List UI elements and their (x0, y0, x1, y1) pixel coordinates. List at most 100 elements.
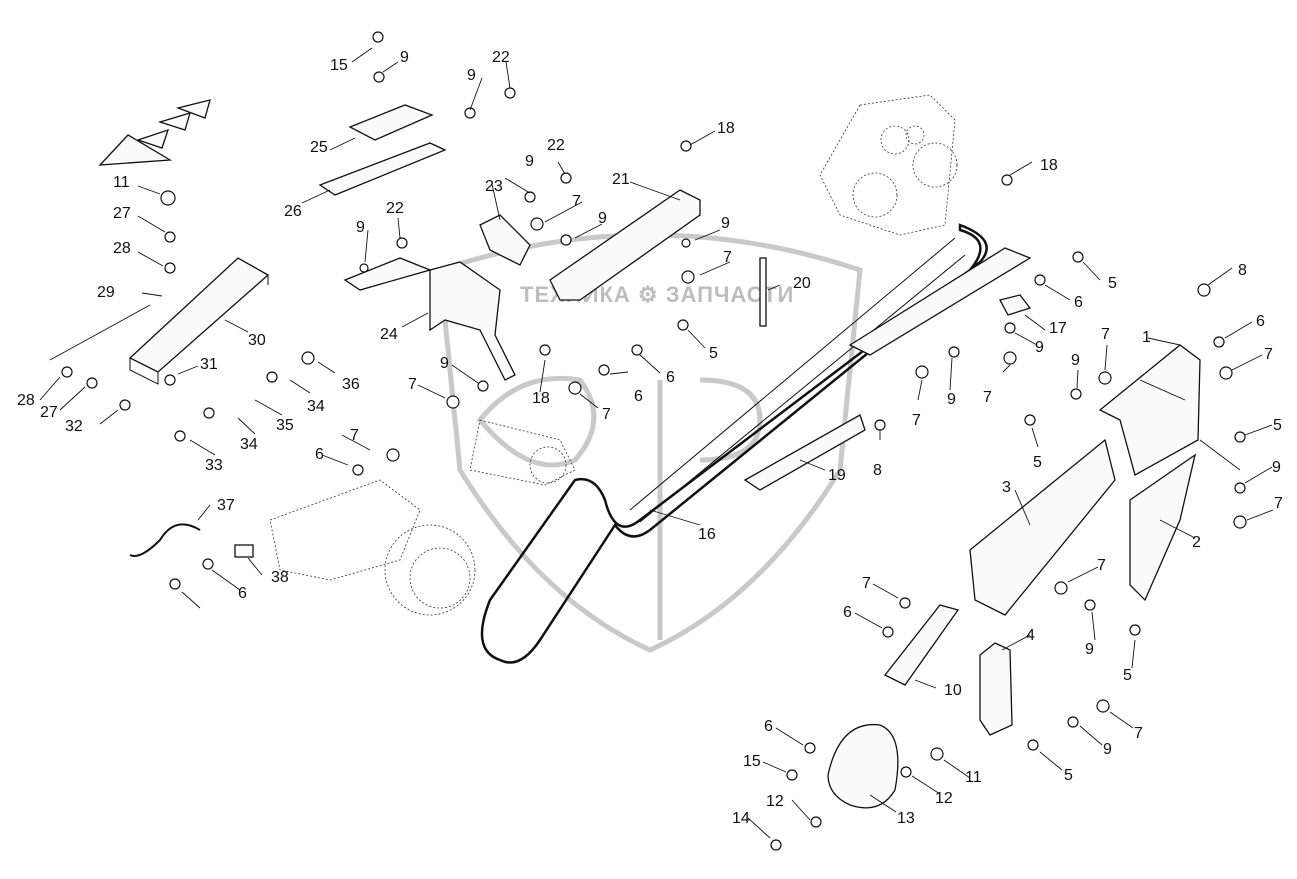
right-guard-assembly (969, 344, 1201, 736)
callout-18c: 18 (532, 390, 550, 407)
callout-14: 14 (732, 810, 750, 827)
callout-10: 10 (944, 682, 962, 699)
upper-cover-assembly (343, 189, 767, 381)
callout-32: 32 (65, 418, 83, 435)
callout-7i: 7 (1264, 346, 1273, 363)
callout-5b: 5 (1108, 275, 1117, 292)
callout-7h: 7 (1101, 326, 1110, 343)
callout-7e: 7 (350, 427, 359, 444)
callout-12a: 12 (766, 793, 784, 810)
gearbox-housing (819, 94, 958, 236)
hardware-fasteners (61, 31, 1247, 851)
callout-31: 31 (200, 356, 218, 373)
callout-9b: 9 (467, 67, 476, 84)
callout-labels: 1 2 3 4 5 5 5 5 5 5 6 6 6 6 6 6 6 6 7 7 … (17, 49, 1283, 827)
callout-20: 20 (793, 275, 811, 292)
callout-6b: 6 (1256, 313, 1265, 330)
callout-7g: 7 (983, 389, 992, 406)
callout-7d: 7 (602, 406, 611, 423)
belt-guard-rail (743, 247, 1032, 491)
callout-11a: 11 (113, 174, 130, 191)
callout-33: 33 (205, 457, 223, 474)
callout-9d: 9 (598, 210, 607, 227)
callout-5c: 5 (1033, 454, 1042, 471)
callout-5a: 5 (709, 345, 718, 362)
callout-6e: 6 (315, 446, 324, 463)
callout-6h: 6 (764, 718, 773, 735)
pulley-cover (827, 604, 960, 809)
callout-8b: 8 (873, 462, 882, 479)
callout-2: 2 (1192, 534, 1201, 551)
callout-7l: 7 (1134, 725, 1143, 742)
callout-22c: 22 (386, 200, 404, 217)
callout-7a: 7 (572, 193, 581, 210)
callout-16: 16 (698, 526, 716, 543)
callout-30: 30 (248, 332, 266, 349)
callout-4: 4 (1026, 627, 1035, 644)
callout-26: 26 (284, 203, 302, 220)
callout-22a: 22 (492, 49, 510, 66)
top-bracket-plates (318, 104, 447, 196)
callout-9a: 9 (400, 49, 409, 66)
callout-6f: 6 (238, 585, 247, 602)
callout-7m: 7 (862, 575, 871, 592)
callout-36: 36 (342, 376, 360, 393)
callout-9l: 9 (1085, 641, 1094, 658)
callout-28b: 28 (17, 392, 35, 409)
callout-27b: 27 (40, 404, 58, 421)
callout-6c: 6 (666, 369, 675, 386)
callout-9k: 9 (1272, 459, 1281, 476)
callout-8a: 8 (1238, 262, 1247, 279)
callout-5e: 5 (1123, 667, 1132, 684)
callout-9c: 9 (525, 153, 534, 170)
callout-9h: 9 (1035, 339, 1044, 356)
callout-34b: 34 (307, 398, 325, 415)
callout-23: 23 (485, 178, 503, 195)
callout-6a: 6 (1074, 294, 1083, 311)
callout-7f: 7 (912, 412, 921, 429)
callout-27a: 27 (113, 205, 131, 222)
callout-18a: 18 (717, 120, 735, 137)
callout-34a: 34 (240, 436, 258, 453)
callout-7j: 7 (1274, 495, 1283, 512)
callout-6d: 6 (634, 388, 643, 405)
callout-15a: 15 (330, 57, 348, 74)
left-support-bracket (49, 257, 270, 385)
callout-9e: 9 (721, 215, 730, 232)
leader-lines (39, 47, 1274, 839)
callout-3: 3 (1002, 479, 1011, 496)
callout-7k: 7 (1097, 557, 1106, 574)
callout-9m: 9 (1103, 741, 1112, 758)
wiring-harness (129, 523, 254, 558)
callout-15b: 15 (743, 753, 761, 770)
callout-7b: 7 (723, 249, 732, 266)
callout-12b: 12 (935, 790, 953, 807)
drive-belt (480, 223, 988, 664)
callout-37: 37 (217, 497, 235, 514)
callout-17: 17 (1049, 320, 1067, 337)
callout-9i: 9 (947, 391, 956, 408)
callout-29: 29 (97, 284, 115, 301)
callout-19: 19 (828, 467, 846, 484)
lower-left-drive (269, 419, 576, 616)
callout-24: 24 (380, 326, 398, 343)
callout-9f: 9 (356, 219, 365, 236)
callout-1: 1 (1142, 329, 1151, 346)
callout-35: 35 (276, 417, 294, 434)
callout-28a: 28 (113, 240, 131, 257)
callout-6g: 6 (843, 604, 852, 621)
callout-11b: 11 (965, 769, 982, 786)
callout-21: 21 (612, 171, 630, 188)
watermark-logo: ТЕХНИКА ⚙ ЗАПЧАСТИ (437, 232, 863, 653)
callout-9j: 9 (1071, 352, 1080, 369)
callout-5d: 5 (1273, 417, 1282, 434)
callout-13: 13 (897, 810, 915, 827)
callout-38: 38 (271, 569, 289, 586)
callout-25: 25 (310, 139, 328, 156)
callout-5f: 5 (1064, 767, 1073, 784)
callout-18b: 18 (1040, 157, 1058, 174)
callout-7c: 7 (408, 376, 417, 393)
callout-22b: 22 (547, 137, 565, 154)
direction-arrow-icon (98, 99, 211, 166)
